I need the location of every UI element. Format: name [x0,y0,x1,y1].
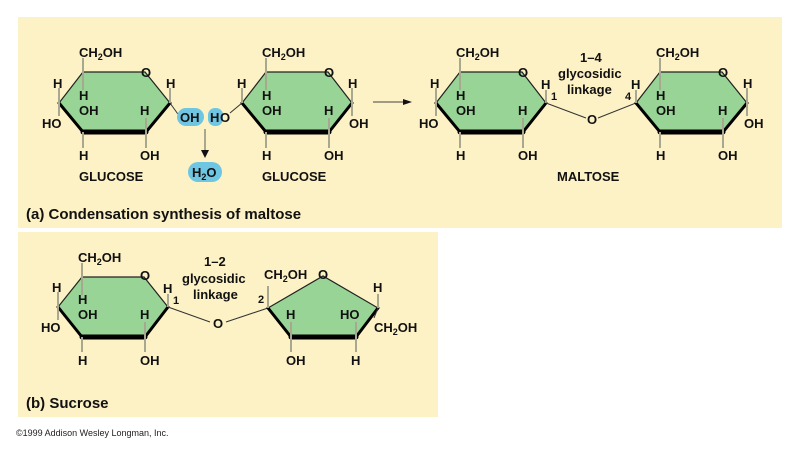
ring-oxygen-label: O [141,65,151,80]
svg-text:H: H [52,280,61,295]
svg-text:H: H [631,77,640,92]
svg-text:H: H [140,307,149,322]
linkage-label: glycosidic [182,271,246,286]
ring-oxygen-label: O [518,65,528,80]
panel-b-caption: (b) Sucrose [26,395,109,412]
svg-text:OH: OH [518,148,538,163]
removed-h-label: H [210,110,219,125]
linkage-type-label: 1–4 [580,50,602,65]
oh-label: OH [140,148,160,163]
h-label: H [324,103,333,118]
svg-text:H: H [656,148,665,163]
svg-text:O: O [318,267,328,282]
oh-label: OH [324,148,344,163]
svg-text:O: O [140,268,150,283]
oh-label: OH [349,116,369,131]
water-elimination: OH H H2O [177,108,223,182]
svg-text:CH2OH: CH2OH [78,250,121,267]
svg-text:H: H [656,88,665,103]
svg-text:H: H [456,148,465,163]
svg-text:H: H [430,76,439,91]
linkage-label: linkage [193,287,238,302]
h-highlight [208,108,223,126]
svg-text:H: H [78,292,87,307]
right-arrow-icon [373,99,412,105]
h-label: H [79,88,88,103]
ch2oh-label: CH2OH [656,45,699,62]
svg-text:H: H [78,353,87,368]
maltose-molecule: CH2OH O H H OH H HO H OH H 1 O 1–4 glyco… [419,45,764,184]
svg-text:O: O [718,65,728,80]
svg-text:H: H [373,280,382,295]
water-label: H2O [192,165,217,182]
carbon-number-label: 2 [258,294,264,306]
svg-text:OH: OH [744,116,764,131]
svg-text:H: H [743,76,752,91]
svg-text:OH: OH [718,148,738,163]
water-highlight [188,162,222,182]
svg-text:H: H [351,353,360,368]
glucose-molecule-1: CH2OH O H H OH H HO H OH H GLUCOSE [42,45,181,184]
panel-a-caption: (a) Condensation synthesis of maltose [26,206,301,223]
glucose-name-label: GLUCOSE [79,169,144,184]
h-label: H [53,76,62,91]
h-label: H [262,88,271,103]
linkage-label: linkage [567,82,612,97]
linkage-type-label: 1–2 [204,254,226,269]
oh-highlight [177,108,204,126]
svg-text:H: H [718,103,727,118]
fructose-ch2oh-right-label: CH2OH [374,320,417,337]
ch2oh-label: CH2OH [79,45,122,62]
svg-text:H: H [518,103,527,118]
ho-label: HO [42,116,62,131]
bridge-oxygen-label: O [587,112,597,127]
bridge-oxygen-label: O [213,316,223,331]
svg-text:H: H [541,77,550,92]
svg-text:HO: HO [419,116,439,131]
svg-text:H: H [286,307,295,322]
oh-label: OH [262,103,282,118]
glucose-name-label: GLUCOSE [262,169,327,184]
oh-label: OH [79,103,99,118]
o-label: O [220,110,230,125]
svg-text:OH: OH [456,103,476,118]
glucose-molecule-2: CH2OH O O H H OH H H OH H OH GLUCOSE [220,45,369,184]
h-label: H [348,76,357,91]
linkage-label: glycosidic [558,66,622,81]
h-label: H [262,148,271,163]
ch2oh-label: CH2OH [262,45,305,62]
ch2oh-label: CH2OH [456,45,499,62]
svg-text:HO: HO [340,307,360,322]
down-arrow-icon [201,150,209,158]
maltose-name-label: MALTOSE [557,169,620,184]
ring-oxygen-label: O [324,65,334,80]
svg-text:HO: HO [41,320,61,335]
svg-text:OH: OH [140,353,160,368]
h-label: H [237,76,246,91]
h-label: H [166,76,175,91]
copyright-notice: ©1999 Addison Wesley Longman, Inc. [16,428,169,438]
svg-text:OH: OH [656,103,676,118]
svg-text:H: H [163,281,172,296]
h-label: H [140,103,149,118]
fructose-ch2oh-top-label: CH2OH [264,267,307,284]
carbon-number-label: 4 [625,91,632,103]
carbon-number-label: 1 [551,91,557,103]
removed-oh-label: OH [180,110,200,125]
svg-text:H: H [456,88,465,103]
sucrose-molecule: CH2OH O H H OH H HO H OH H 1 O 1–2 glyco… [41,250,417,368]
carbon-number-label: 1 [173,295,179,307]
h-label: H [79,148,88,163]
svg-text:OH: OH [286,353,306,368]
svg-text:OH: OH [78,307,98,322]
